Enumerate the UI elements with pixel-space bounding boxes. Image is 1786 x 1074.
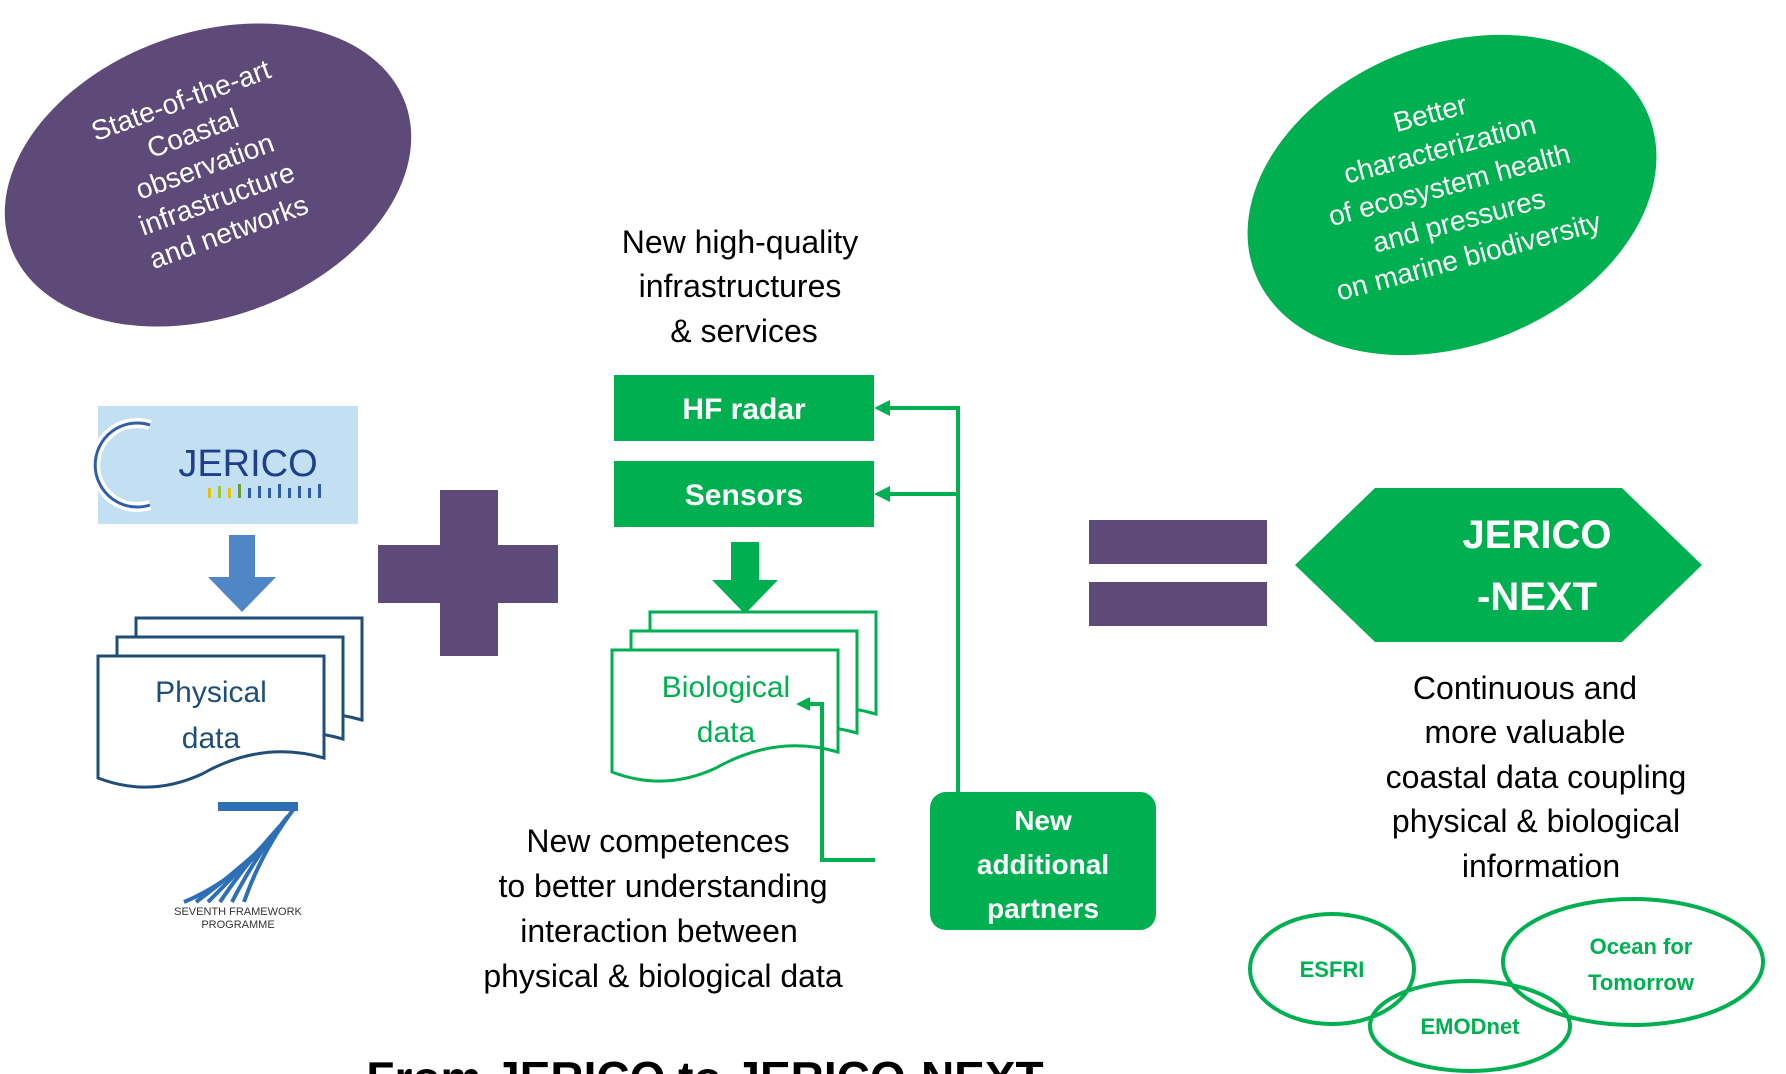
physical-data-documents [96, 616, 364, 789]
result-text: information [1462, 848, 1620, 884]
equals-icon [1089, 520, 1267, 626]
jerico-next-hexagon [1295, 488, 1702, 642]
sensors-label: Sensors [685, 479, 803, 512]
result-text: physical & biological [1392, 803, 1680, 839]
down-arrow-icon [208, 535, 276, 612]
down-arrow-icon [712, 542, 778, 614]
partner-ellipses [1248, 897, 1765, 1073]
physical-data-label: Physical [155, 676, 267, 709]
fp7-logo-text: PROGRAMME [201, 919, 274, 931]
sensors-box [614, 461, 874, 527]
hf-radar-box [614, 375, 874, 441]
physical-data-label: data [182, 722, 241, 755]
new-partners-label: New [1014, 805, 1072, 836]
logo-bars [208, 484, 321, 498]
jerico-logo: JERICO [90, 406, 358, 524]
result-text: more valuable [1425, 714, 1626, 750]
infrastructure-bubble: State-of-the-art Coastal observation inf… [4, 23, 412, 327]
new-infra-text: infrastructures [639, 268, 842, 304]
emodnet-label: EMODnet [1421, 1014, 1521, 1039]
biological-data-label: data [697, 716, 756, 749]
new-partners-box [930, 792, 1156, 930]
arrow-head-icon [796, 400, 890, 711]
ecosystem-bubble: Better characterization of ecosystem hea… [1247, 34, 1657, 356]
jerico-logo-text: JERICO [178, 443, 317, 485]
result-text: coastal data coupling [1386, 759, 1687, 795]
hf-radar-label: HF radar [682, 393, 806, 426]
page-title: From JERICO to JERICO-NEXT [366, 1052, 1043, 1074]
partner-connectors [800, 406, 960, 862]
new-infra-text: New high-quality [622, 224, 859, 260]
ocean-for-tomorrow-label: Tomorrow [1588, 970, 1695, 995]
new-infra-text: & services [670, 313, 818, 349]
new-partners-label: partners [987, 893, 1099, 924]
result-text: Continuous and [1413, 670, 1637, 706]
plus-icon [378, 490, 558, 656]
ocean-for-tomorrow-label: Ocean for [1590, 934, 1693, 959]
jerico-next-label: JERICO [1463, 513, 1612, 557]
new-competences-text: physical & biological data [483, 958, 843, 994]
fp7-logo-text: SEVENTH FRAMEWORK [174, 906, 302, 918]
new-competences-text: to better understanding [498, 868, 827, 904]
fp7-logo: SEVENTH FRAMEWORK PROGRAMME [174, 802, 303, 931]
biological-data-documents [610, 610, 878, 783]
new-partners-label: additional [977, 849, 1109, 880]
biological-data-label: Biological [662, 671, 790, 704]
new-competences-text: interaction between [520, 913, 798, 949]
esfri-label: ESFRI [1300, 957, 1365, 982]
new-competences-text: New competences [526, 823, 789, 859]
jerico-next-label: -NEXT [1477, 575, 1597, 619]
